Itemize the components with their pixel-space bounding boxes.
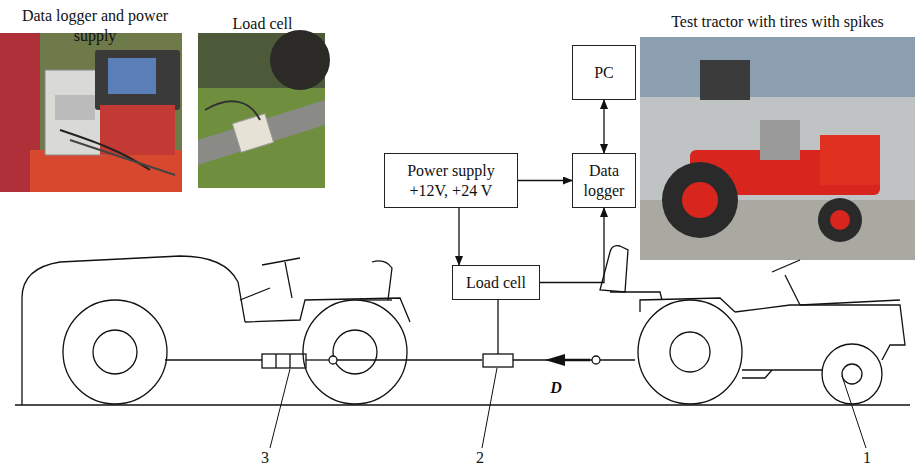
block-box: Data logger [572, 153, 636, 208]
box-text: PC [594, 63, 614, 83]
signal-connector [540, 208, 604, 283]
load-cell-photo [198, 30, 330, 188]
force-label: D [546, 378, 566, 398]
box-text: Load cell [466, 273, 526, 293]
box-text: Power supply +12V, +24 V [393, 161, 509, 201]
test-tractor-photo [640, 37, 915, 260]
pulling-tractor [22, 256, 410, 405]
callout-number: 3 [255, 448, 275, 468]
signal-connector [603, 100, 604, 153]
block-box: Power supply +12V, +24 V [384, 153, 518, 208]
callout-number: 2 [470, 448, 490, 468]
photo-caption: Test tractor with tires with spikes [640, 12, 915, 32]
signal-connector [518, 180, 572, 181]
photo-caption: Data logger and power supply [15, 6, 175, 46]
callout-number: 1 [857, 448, 877, 468]
signal-connector [458, 208, 459, 265]
photo-caption: Load cell [200, 14, 325, 34]
data-logger-photo [0, 33, 182, 192]
box-text: Data logger [581, 161, 627, 201]
test-tractor [592, 246, 905, 404]
block-box: Load cell [452, 265, 540, 300]
block-box: PC [572, 45, 636, 100]
load-cell-symbol [483, 354, 513, 367]
